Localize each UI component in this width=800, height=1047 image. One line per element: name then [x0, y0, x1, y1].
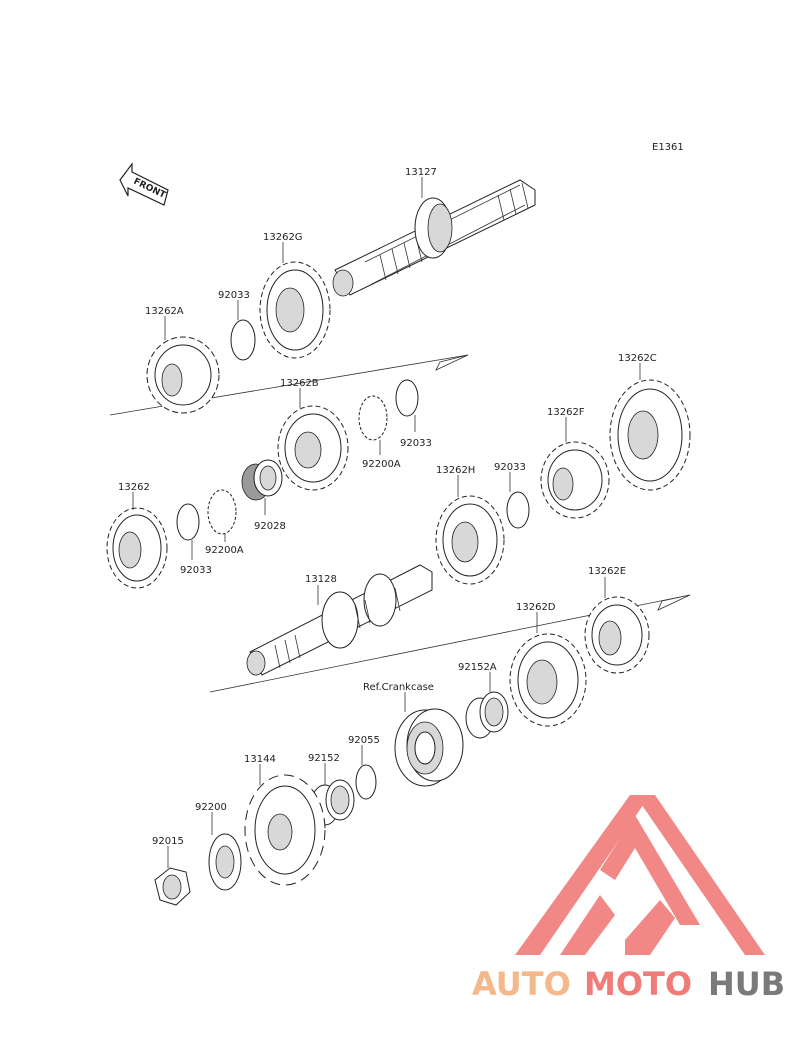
label-13127: 13127 [405, 167, 437, 178]
gear-13262G [259, 261, 331, 359]
label-13262: 13262 [118, 482, 150, 493]
circlip-92033-c [176, 503, 200, 541]
gear-13262H [435, 495, 505, 585]
sprocket-13144 [244, 774, 326, 886]
washer-92200A-a [358, 395, 388, 441]
label-13262G: 13262G [263, 232, 303, 243]
label-92200A-b: 92200A [205, 545, 244, 556]
shaft-13127 [332, 179, 536, 297]
circlip-92033-b [395, 379, 419, 417]
gear-13262A [146, 336, 220, 414]
svg-text:HUB: HUB [708, 965, 785, 1003]
label-92033-a: 92033 [218, 290, 250, 301]
label-92152: 92152 [308, 753, 340, 764]
label-13262E: 13262E [588, 566, 626, 577]
gear-13262 [106, 507, 168, 589]
label-13262H: 13262H [436, 465, 475, 476]
nut-92015 [154, 867, 191, 906]
label-13262C: 13262C [618, 353, 657, 364]
label-13262B: 13262B [280, 378, 319, 389]
label-92033-b: 92033 [400, 438, 432, 449]
collar-92152 [310, 779, 355, 826]
label-13262F: 13262F [547, 407, 585, 418]
label-92152A: 92152A [458, 662, 497, 673]
label-92033-c: 92033 [180, 565, 212, 576]
automotohub-logo [515, 795, 765, 955]
gear-13262F [540, 441, 610, 519]
washer-92200 [208, 833, 242, 891]
label-13262A: 13262A [145, 306, 184, 317]
diagram-code: E1361 [652, 142, 684, 153]
ball-bearing [394, 708, 464, 787]
svg-text:MOTO: MOTO [584, 965, 692, 1003]
label-92033-d: 92033 [494, 462, 526, 473]
gear-13262E [584, 596, 650, 674]
shaft-13128 [246, 564, 433, 676]
circlip-92033-a [230, 319, 256, 361]
label-13262D: 13262D [516, 602, 556, 613]
circlip-92033-d [506, 491, 530, 529]
label-ref-crankcase: Ref.Crankcase [363, 682, 434, 693]
gear-13262C [609, 379, 691, 491]
svg-text:AUTO: AUTO [472, 965, 571, 1003]
collar-92152A [465, 691, 509, 739]
automotohub-wordmark: AUTO MOTO HUB [472, 965, 785, 1003]
needle-bearing-92028 [241, 459, 283, 501]
oring-92055 [355, 764, 377, 800]
label-13144: 13144 [244, 754, 276, 765]
label-92015: 92015 [152, 836, 184, 847]
gear-13262B [277, 405, 349, 491]
label-92055: 92055 [348, 735, 380, 746]
label-92200: 92200 [195, 802, 227, 813]
label-92028: 92028 [254, 521, 286, 532]
front-arrow-icon: FRONT [119, 162, 169, 206]
washer-92200A-b [207, 489, 237, 535]
label-13128: 13128 [305, 574, 337, 585]
gear-13262D [509, 633, 587, 727]
label-92200A-a: 92200A [362, 459, 401, 470]
